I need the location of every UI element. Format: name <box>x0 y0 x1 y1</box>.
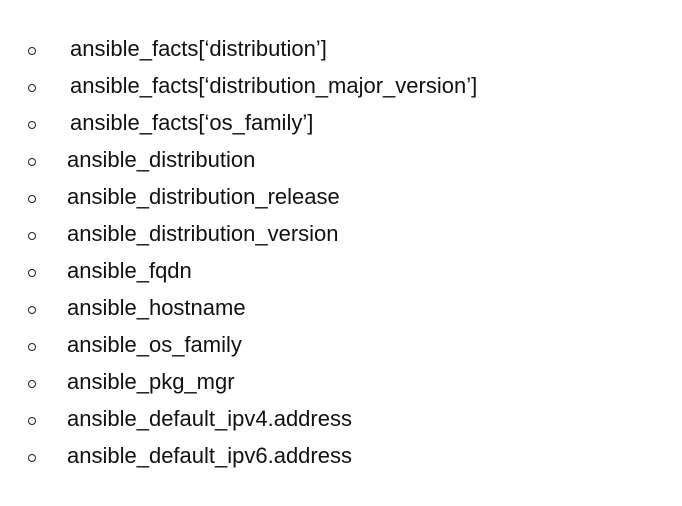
list-item: ansible_pkg_mgr <box>28 363 668 400</box>
list-item-text: ansible_distribution_version <box>67 220 339 246</box>
hollow-bullet-icon <box>28 379 36 388</box>
hollow-bullet-icon <box>28 157 36 166</box>
list-item-text: ansible_fqdn <box>67 257 192 283</box>
hollow-bullet-icon <box>28 453 36 462</box>
list-item-text: ansible_os_family <box>67 331 242 357</box>
list-item: ansible_fqdn <box>28 252 668 289</box>
hollow-bullet-icon <box>28 83 36 92</box>
list-item: ansible_distribution_release <box>28 178 668 215</box>
list-item-text: ansible_distribution <box>67 146 256 172</box>
hollow-bullet-icon <box>28 120 36 129</box>
list-item-text: ansible_facts[‘distribution_major_versio… <box>70 72 478 98</box>
hollow-bullet-icon <box>28 46 36 55</box>
list-item-text: ansible_hostname <box>67 294 246 320</box>
bullet-list: ansible_facts[‘distribution’] ansible_fa… <box>28 30 668 474</box>
list-item: ansible_distribution <box>28 141 668 178</box>
list-item: ansible_facts[‘os_family’] <box>28 104 668 141</box>
list-item: ansible_facts[‘distribution’] <box>28 30 668 67</box>
list-item-text: ansible_pkg_mgr <box>67 368 235 394</box>
list-item: ansible_default_ipv6.address <box>28 437 668 474</box>
list-item-text: ansible_facts[‘os_family’] <box>70 109 314 135</box>
hollow-bullet-icon <box>28 416 36 425</box>
hollow-bullet-icon <box>28 231 36 240</box>
hollow-bullet-icon <box>28 342 36 351</box>
hollow-bullet-icon <box>28 268 36 277</box>
hollow-bullet-icon <box>28 305 36 314</box>
list-item-text: ansible_distribution_release <box>67 183 340 209</box>
list-item: ansible_distribution_version <box>28 215 668 252</box>
list-item: ansible_hostname <box>28 289 668 326</box>
list-item-text: ansible_default_ipv4.address <box>67 405 352 431</box>
list-item: ansible_os_family <box>28 326 668 363</box>
list-item-text: ansible_default_ipv6.address <box>67 442 352 468</box>
list-item: ansible_default_ipv4.address <box>28 400 668 437</box>
list-item: ansible_facts[‘distribution_major_versio… <box>28 67 668 104</box>
list-item-text: ansible_facts[‘distribution’] <box>70 35 327 61</box>
hollow-bullet-icon <box>28 194 36 203</box>
